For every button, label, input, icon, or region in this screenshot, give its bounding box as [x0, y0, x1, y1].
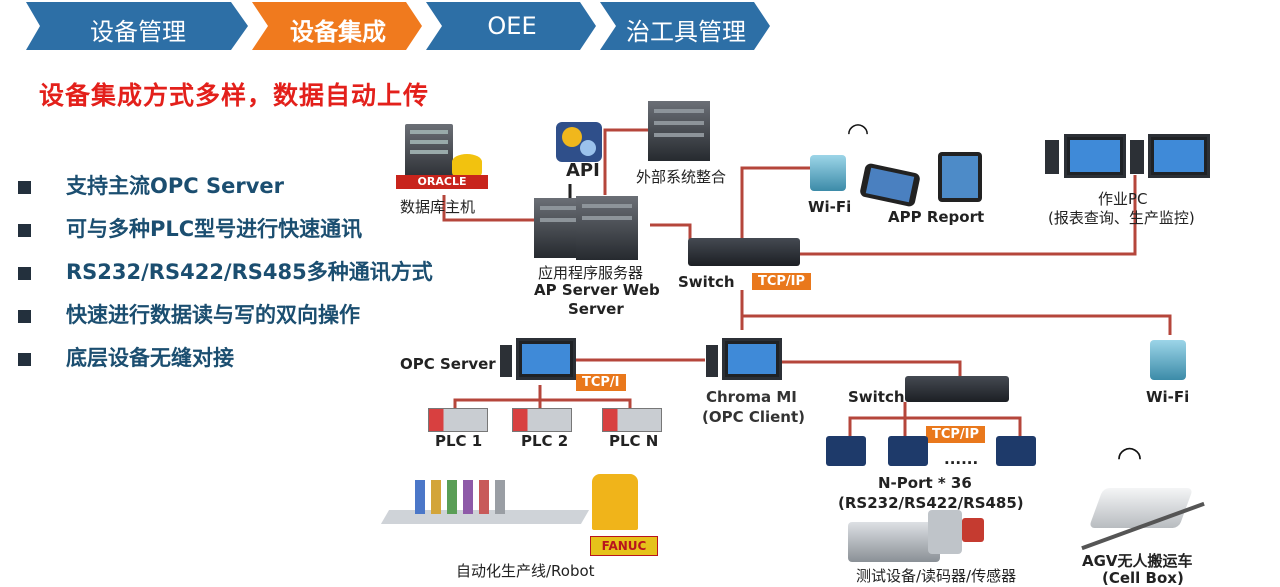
- wifi-access-point-icon: [1150, 340, 1186, 380]
- plc-icon: [512, 408, 572, 432]
- agv-label: AGV无人搬运车: [1082, 552, 1193, 570]
- list-item-text: 底层设备无缝对接: [66, 346, 234, 370]
- bullet-square-icon: [18, 267, 31, 280]
- tab-label: 设备集成: [290, 18, 386, 46]
- robot-arm-icon: [592, 474, 638, 530]
- bullet-square-icon: [18, 181, 31, 194]
- chroma-label: Chroma MI: [706, 388, 797, 406]
- pc-tower-icon: [706, 345, 718, 377]
- pc-monitor-icon: [1064, 134, 1126, 178]
- api-label: API: [566, 160, 600, 181]
- plc-label: PLC 2: [521, 432, 569, 450]
- list-item: 可与多种PLC型号进行快速通讯: [14, 213, 454, 256]
- wifi-access-point-icon: [810, 155, 846, 191]
- fanuc-logo: FANUC: [590, 536, 658, 556]
- pc-monitor-icon: [516, 338, 576, 380]
- app-server-label-2: AP Server Web: [534, 281, 660, 299]
- plc-label: PLC 1: [435, 432, 483, 450]
- tcp-badge: TCP/I: [576, 374, 626, 391]
- nport-device-icon: [888, 436, 928, 466]
- test-equipment-label: 测试设备/读码器/传感器: [856, 567, 1017, 585]
- database-server-icon: [405, 124, 453, 180]
- production-line-icon: [380, 470, 590, 550]
- list-item-text: 快速进行数据读与写的双向操作: [66, 303, 360, 327]
- tab-device-integration[interactable]: 设备集成: [252, 0, 424, 52]
- tab-label: 治工具管理: [626, 18, 746, 46]
- app-server-label: 应用程序服务器: [538, 264, 644, 282]
- oracle-logo: ORACLE: [396, 175, 488, 189]
- list-item: 底层设备无缝对接: [14, 342, 454, 385]
- nport-desc: (RS232/RS422/RS485): [838, 494, 1024, 512]
- list-item: 快速进行数据读与写的双向操作: [14, 299, 454, 342]
- tab-label: 设备管理: [90, 18, 186, 46]
- chroma-desc: (OPC Client): [702, 408, 806, 426]
- list-item-text: RS232/RS422/RS485多种通讯方式: [66, 260, 433, 284]
- pc-monitor-icon: [1148, 134, 1210, 178]
- tcpip-badge: TCP/IP: [752, 273, 812, 290]
- work-pc-desc: (报表查询、生产监控): [1048, 209, 1195, 227]
- bullet-square-icon: [18, 353, 31, 366]
- list-item: RS232/RS422/RS485多种通讯方式: [14, 256, 454, 299]
- headline: 设备集成方式多样，数据自动上传: [39, 81, 430, 110]
- switch-label: Switch: [678, 273, 735, 291]
- tab-device-management[interactable]: 设备管理: [26, 0, 250, 52]
- pc-tower-icon: [1130, 140, 1144, 174]
- feature-list: 支持主流OPC Server 可与多种PLC型号进行快速通讯 RS232/RS4…: [14, 170, 454, 385]
- switch-label: Switch: [848, 388, 905, 406]
- wifi-signal-icon: ◠: [1118, 440, 1142, 475]
- app-server-icon: [534, 198, 582, 258]
- opc-server-label: OPC Server: [400, 355, 496, 373]
- sensor-icon: [962, 518, 984, 542]
- nport-device-icon: [826, 436, 866, 466]
- list-item-text: 可与多种PLC型号进行快速通讯: [66, 217, 363, 241]
- pc-tower-icon: [1045, 140, 1059, 174]
- api-gears-icon: [556, 122, 602, 162]
- external-server-icon: [648, 101, 710, 161]
- list-item-text: 支持主流OPC Server: [66, 174, 284, 198]
- test-equipment-icon: [848, 522, 940, 562]
- nav-tabs: 设备管理 设备集成 OEE 治工具管理: [26, 0, 786, 52]
- plc-icon: [602, 408, 662, 432]
- app-report-label: APP Report: [888, 208, 985, 226]
- plc-icon: [428, 408, 488, 432]
- wifi-label: Wi-Fi: [1146, 388, 1190, 406]
- code-reader-icon: [928, 510, 962, 554]
- wifi-label: Wi-Fi: [808, 198, 852, 216]
- plc-label: PLC N: [609, 432, 659, 450]
- web-server-icon: [576, 196, 638, 260]
- tab-oee[interactable]: OEE: [426, 0, 598, 52]
- switch-icon: [688, 238, 800, 266]
- nport-label: N-Port * 36: [878, 474, 972, 492]
- wifi-signal-icon: ◠: [848, 118, 868, 148]
- list-item: 支持主流OPC Server: [14, 170, 454, 213]
- work-pc-label: 作业PC: [1098, 190, 1148, 208]
- pc-tower-icon: [500, 345, 512, 377]
- external-system-label: 外部系统整合: [636, 168, 727, 186]
- db-host-label: 数据库主机: [400, 198, 476, 216]
- tablet-icon: [938, 152, 982, 202]
- switch-icon: [905, 376, 1009, 402]
- bullet-square-icon: [18, 224, 31, 237]
- tab-label: OEE: [487, 12, 537, 40]
- bullet-square-icon: [18, 310, 31, 323]
- pc-monitor-icon: [722, 338, 782, 380]
- app-server-label-3: Server: [568, 300, 624, 318]
- production-line-label: 自动化生产线/Robot: [456, 562, 595, 580]
- nport-device-icon: [996, 436, 1036, 466]
- nport-ellipsis: ......: [944, 450, 979, 468]
- agv-vehicle-icon: [1088, 488, 1194, 528]
- agv-desc: (Cell Box): [1102, 569, 1184, 587]
- tcpip-badge: TCP/IP: [926, 426, 986, 443]
- tab-tool-management[interactable]: 治工具管理: [600, 0, 772, 52]
